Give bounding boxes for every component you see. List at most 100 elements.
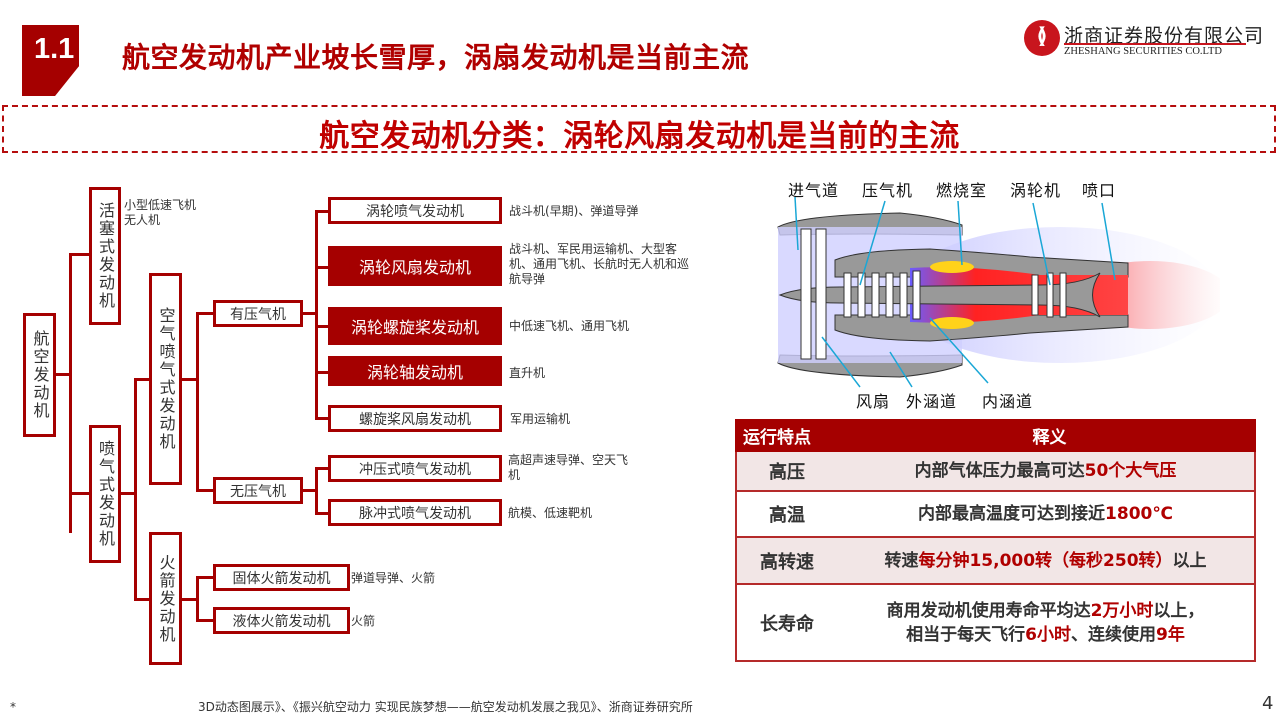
company-name-en: ZHESHANG SECURITIES CO.LTD <box>1064 46 1222 57</box>
row-feature: 高温 <box>769 505 805 526</box>
row-meaning: 商用发动机使用寿命平均达2万小时以上， 相当于每天飞行6小时、连续使用9年 <box>837 585 1254 660</box>
turboprop-box: 涡轮螺旋桨发动机 <box>328 307 502 345</box>
logo-mark-icon: ≬ <box>1036 24 1048 49</box>
connector <box>182 598 198 601</box>
connector <box>196 312 214 315</box>
text: 以上 <box>1172 550 1207 571</box>
air-jet-engine-label: 空气喷气式发动机 <box>156 307 176 451</box>
turboshaft-label: 涡轮轴发动机 <box>366 363 463 382</box>
highlight-text: 每分钟15,000转（每秒250转） <box>918 550 1173 571</box>
piston-engine-label: 活塞式发动机 <box>96 202 115 310</box>
label-turbine: 涡轮机 <box>1010 181 1062 200</box>
page-title: 航空发动机产业坡长雪厚，涡扇发动机是当前主流 <box>122 41 750 74</box>
row-meaning: 转速每分钟15,000转（每秒250转）以上 <box>837 538 1254 583</box>
turboprop-note: 中低速飞机、通用飞机 <box>509 319 630 333</box>
text: 、连续使用 <box>1071 624 1156 645</box>
turbojet-label: 涡轮喷气发动机 <box>366 203 464 220</box>
connector <box>315 467 329 470</box>
connector <box>315 325 329 328</box>
label-core-duct: 内涵道 <box>982 392 1034 411</box>
connector <box>121 492 136 495</box>
connector <box>196 576 199 622</box>
row-feature: 长寿命 <box>760 613 814 635</box>
label-nozzle: 喷口 <box>1082 181 1117 200</box>
solid-rocket-note: 弹道导弹、火箭 <box>351 571 436 585</box>
tree-root-box: 航空发动机 <box>23 313 56 437</box>
turbojet-box: 涡轮喷气发动机 <box>328 197 502 224</box>
rocket-engine-box: 火箭发动机 <box>149 532 182 665</box>
liquid-rocket-label: 液体火箭发动机 <box>232 613 331 630</box>
connector <box>315 371 329 374</box>
header-feature: 运行特点 <box>743 428 811 448</box>
liquid-rocket-box: 液体火箭发动机 <box>213 607 350 634</box>
text: 以上， <box>1153 600 1205 621</box>
connector <box>315 210 329 213</box>
note-line: 小型低速飞机 <box>124 198 197 212</box>
note-line: 无人机 <box>124 213 161 227</box>
turbofan-label: 涡轮风扇发动机 <box>358 258 471 277</box>
connector <box>196 619 214 622</box>
piston-engine-note: 小型低速飞机 无人机 <box>124 198 196 228</box>
footnote-marker: * <box>10 700 16 714</box>
text: 相当于每天飞行 <box>906 624 1026 645</box>
connector <box>315 417 329 420</box>
without-compressor-label: 无压气机 <box>230 483 286 500</box>
label-inlet: 进气道 <box>788 181 840 200</box>
propfan-box: 螺旋桨风扇发动机 <box>328 405 502 432</box>
connector <box>182 378 198 381</box>
connector <box>69 253 91 256</box>
connector <box>134 378 137 600</box>
page-number: 4 <box>1262 693 1274 714</box>
liquid-rocket-note: 火箭 <box>351 614 376 628</box>
header-meaning: 释义 <box>1032 428 1067 448</box>
row-feature: 高压 <box>769 462 805 483</box>
connector <box>303 489 317 492</box>
connector <box>196 576 214 579</box>
text: 内部气体压力最高可达 <box>914 461 1085 481</box>
without-compressor-box: 无压气机 <box>213 477 303 504</box>
tree-root-label: 航空发动机 <box>30 330 50 420</box>
propfan-note: 军用运输机 <box>510 412 571 426</box>
jet-engine-label: 喷气式发动机 <box>96 440 115 548</box>
with-compressor-box: 有压气机 <box>213 300 303 327</box>
highlight-text: 2万小时 <box>1090 600 1154 621</box>
propfan-label: 螺旋桨风扇发动机 <box>359 411 471 428</box>
connector <box>315 512 329 515</box>
table-row: 长寿命 商用发动机使用寿命平均达2万小时以上， 相当于每天飞行6小时、连续使用9… <box>735 585 1256 662</box>
turbofan-engine-diagram: 进气道 压气机 燃烧室 涡轮机 喷口 风扇 外涵道 内涵道 <box>740 165 1230 415</box>
connector <box>69 253 72 533</box>
ramjet-box: 冲压式喷气发动机 <box>328 455 502 482</box>
piston-engine-box: 活塞式发动机 <box>89 187 121 325</box>
pulsejet-note: 航模、低速靶机 <box>508 506 593 520</box>
company-name-cn: 浙商证券股份有限公司 <box>1064 25 1265 47</box>
engine-cutaway-image <box>777 196 1230 388</box>
row-meaning: 内部气体压力最高可达50个大气压 <box>837 452 1254 490</box>
row-meaning: 内部最高温度可达到接近1800℃ <box>837 492 1254 536</box>
source-note: 3D动态图展示》、《振兴航空动力 实现民族梦想——航空发动机发展之我见》、浙商证… <box>198 700 693 714</box>
solid-rocket-label: 固体火箭发动机 <box>232 570 331 587</box>
connector <box>69 492 91 495</box>
table-header: 运行特点 释义 <box>735 419 1256 452</box>
solid-rocket-box: 固体火箭发动机 <box>213 564 350 591</box>
row-feature: 高转速 <box>760 551 814 573</box>
pulsejet-label: 脉冲式喷气发动机 <box>359 505 471 522</box>
connector <box>196 489 214 492</box>
table-row: 高温 内部最高温度可达到接近1800℃ <box>735 492 1256 538</box>
turbofan-note: 战斗机、军民用运输机、大型客机、通用飞机、长航时无人机和巡航导弹 <box>509 242 690 286</box>
turboprop-label: 涡轮螺旋桨发动机 <box>350 318 479 337</box>
label-compressor: 压气机 <box>862 181 914 200</box>
text: 转速 <box>884 550 919 571</box>
turbojet-note: 战斗机(早期)、弹道导弹 <box>509 204 639 218</box>
with-compressor-label: 有压气机 <box>230 306 286 323</box>
label-bypass-duct: 外涵道 <box>906 392 958 411</box>
highlight-text: 50个大气压 <box>1084 461 1177 481</box>
jet-engine-box: 喷气式发动机 <box>89 425 121 563</box>
label-fan: 风扇 <box>856 392 891 411</box>
connector <box>315 210 318 419</box>
highlight-text: 1800℃ <box>1105 504 1173 524</box>
ramjet-label: 冲压式喷气发动机 <box>359 461 471 478</box>
connector <box>134 598 150 601</box>
turboshaft-box: 涡轮轴发动机 <box>328 356 502 386</box>
pulsejet-box: 脉冲式喷气发动机 <box>328 499 502 526</box>
connector <box>54 373 71 376</box>
